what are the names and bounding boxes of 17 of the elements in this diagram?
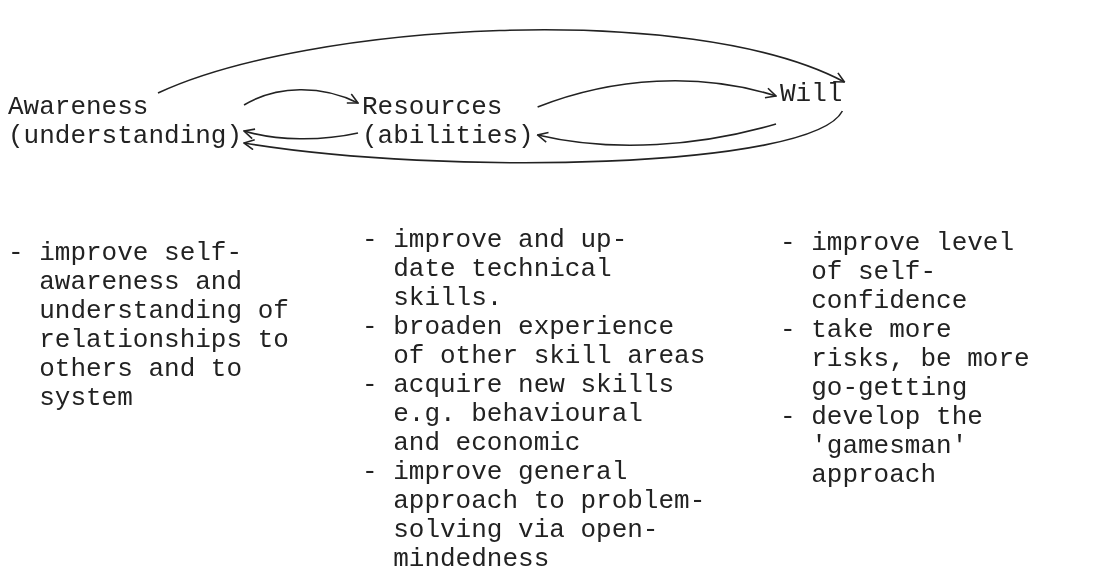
bullet-item: - take more risks, be more go-getting [780, 316, 1031, 403]
bullet-item: - acquire new skills e.g. behavioural and economic [362, 371, 676, 458]
curved-arrow [536, 80, 777, 108]
bullet-item: - improve self- awareness and understanding of relationships to others and to system [8, 239, 289, 413]
concept-heading: Awareness (understanding) [8, 93, 243, 151]
concept-heading: Will [780, 80, 843, 109]
curved-arrow [157, 29, 846, 94]
curved-arrow [536, 123, 777, 146]
curved-arrow [243, 110, 844, 164]
concept-heading: Resources (abilities) [362, 93, 534, 151]
bullet-item: - develop the 'gamesman' approach [780, 403, 984, 490]
bullet-item: - improve level of self- confidence [780, 229, 1016, 316]
curved-arrow [243, 128, 359, 140]
bullet-item: - broaden experience of other skill areas [362, 313, 706, 371]
bullet-item: - improve general approach to problem- solving via open- mindedness [362, 458, 706, 574]
curved-arrow [243, 88, 359, 106]
bullet-item: - improve and up-date technical skills. [362, 226, 629, 313]
